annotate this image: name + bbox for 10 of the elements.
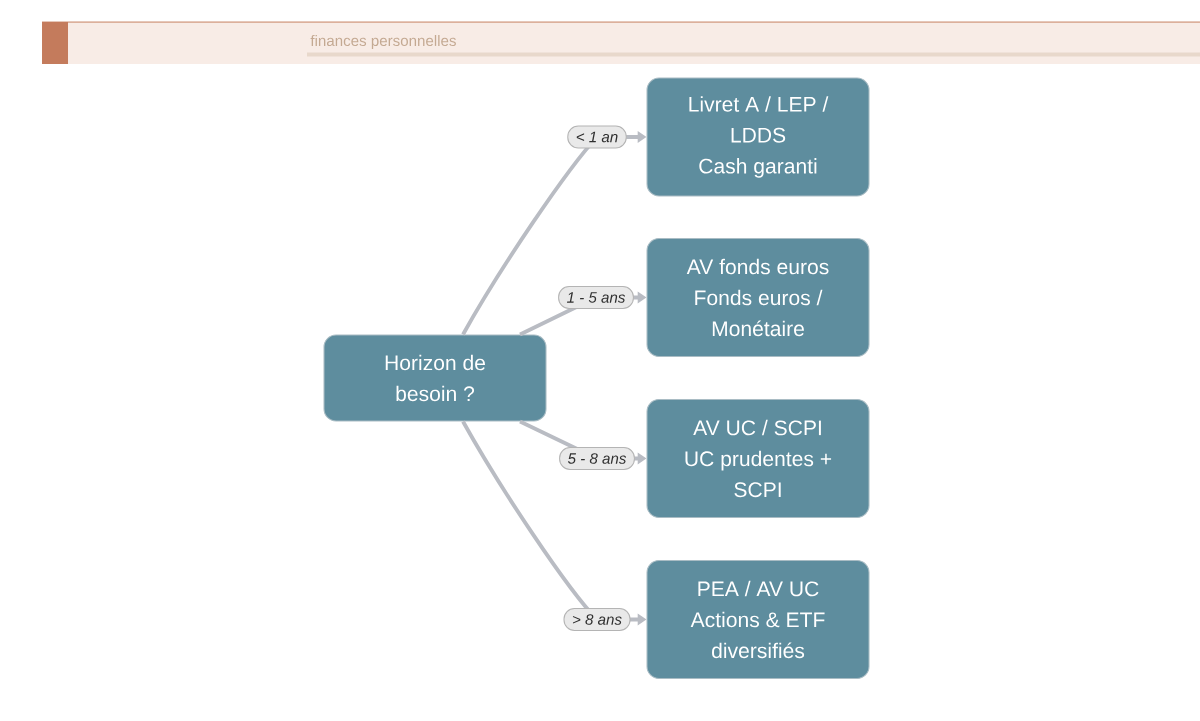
edge-label: 5 - 8 ans bbox=[559, 447, 635, 471]
process-box: Horizon de besoin ? bbox=[323, 334, 547, 422]
process-box: AV fonds euros Fonds euros / Monétaire bbox=[646, 238, 870, 358]
tagline: finances personnelles bbox=[310, 34, 456, 50]
process-box: AV UC / SCPI UC prudentes + SCPI bbox=[646, 399, 870, 519]
edge-label: 1 - 5 ans bbox=[558, 286, 634, 310]
edge-label: < 1 an bbox=[567, 125, 627, 149]
edge-label: > 8 ans bbox=[563, 608, 631, 632]
process-box: PEA / AV UC Actions & ETF diversifiés bbox=[646, 560, 870, 680]
process-box: Livret A / LEP / LDDS Cash garanti bbox=[646, 77, 870, 197]
